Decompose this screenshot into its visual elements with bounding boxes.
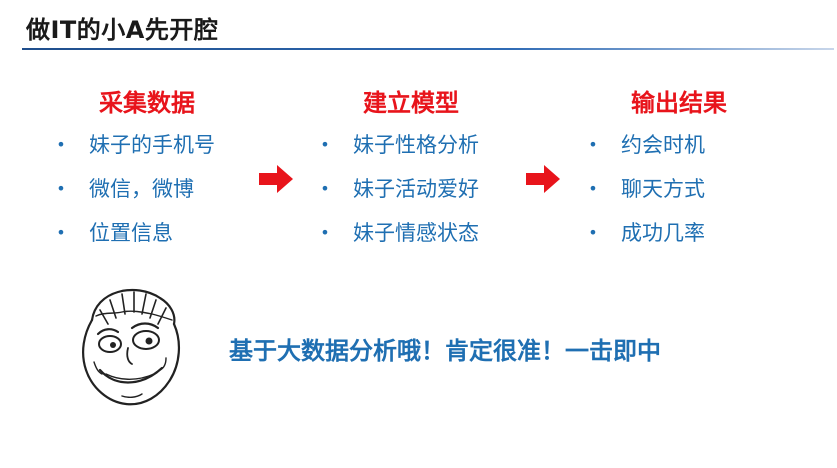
list-item-text: 位置信息	[89, 221, 173, 245]
right-arrow-icon	[526, 165, 560, 193]
column-output-results: 输出结果 • 约会时机 • 聊天方式 • 成功几率	[587, 86, 727, 262]
bullet-icon: •	[320, 135, 330, 154]
bullet-icon: •	[588, 135, 598, 154]
list-item: • 成功几率	[587, 218, 727, 262]
list-item-text: 约会时机	[621, 133, 705, 157]
column-heading: 输出结果	[631, 89, 727, 117]
list-item-text: 妹子情感状态	[353, 221, 479, 245]
column-list: • 妹子性格分析 • 妹子活动爱好 • 妹子情感状态	[319, 130, 479, 262]
list-item: • 聊天方式	[587, 174, 727, 218]
slide-title: 做IT的小A先开腔	[26, 16, 219, 44]
list-item: • 约会时机	[587, 130, 727, 174]
list-item: • 微信，微博	[55, 174, 215, 218]
meme-face-icon	[82, 288, 180, 406]
list-item-text: 微信，微博	[89, 177, 194, 201]
list-item-text: 妹子性格分析	[353, 133, 479, 157]
column-heading: 采集数据	[99, 89, 195, 117]
bullet-icon: •	[588, 223, 598, 242]
list-item-text: 成功几率	[621, 221, 705, 245]
bullet-icon: •	[56, 223, 66, 242]
bullet-icon: •	[588, 179, 598, 198]
conclusion-text: 基于大数据分析哦！肯定很准！一击即中	[229, 337, 661, 365]
list-item: • 妹子情感状态	[319, 218, 479, 262]
right-arrow-icon	[259, 165, 293, 193]
list-item: • 位置信息	[55, 218, 215, 262]
column-build-model: 建立模型 • 妹子性格分析 • 妹子活动爱好 • 妹子情感状态	[319, 86, 479, 262]
list-item: • 妹子性格分析	[319, 130, 479, 174]
list-item: • 妹子活动爱好	[319, 174, 479, 218]
title-divider	[22, 48, 834, 50]
list-item-text: 妹子的手机号	[89, 133, 215, 157]
bullet-icon: •	[56, 179, 66, 198]
bullet-icon: •	[320, 179, 330, 198]
list-item-text: 妹子活动爱好	[353, 177, 479, 201]
column-list: • 妹子的手机号 • 微信，微博 • 位置信息	[55, 130, 215, 262]
column-list: • 约会时机 • 聊天方式 • 成功几率	[587, 130, 727, 262]
column-heading: 建立模型	[363, 89, 459, 117]
bullet-icon: •	[56, 135, 66, 154]
list-item: • 妹子的手机号	[55, 130, 215, 174]
column-collect-data: 采集数据 • 妹子的手机号 • 微信，微博 • 位置信息	[55, 86, 215, 262]
list-item-text: 聊天方式	[621, 177, 705, 201]
bullet-icon: •	[320, 223, 330, 242]
